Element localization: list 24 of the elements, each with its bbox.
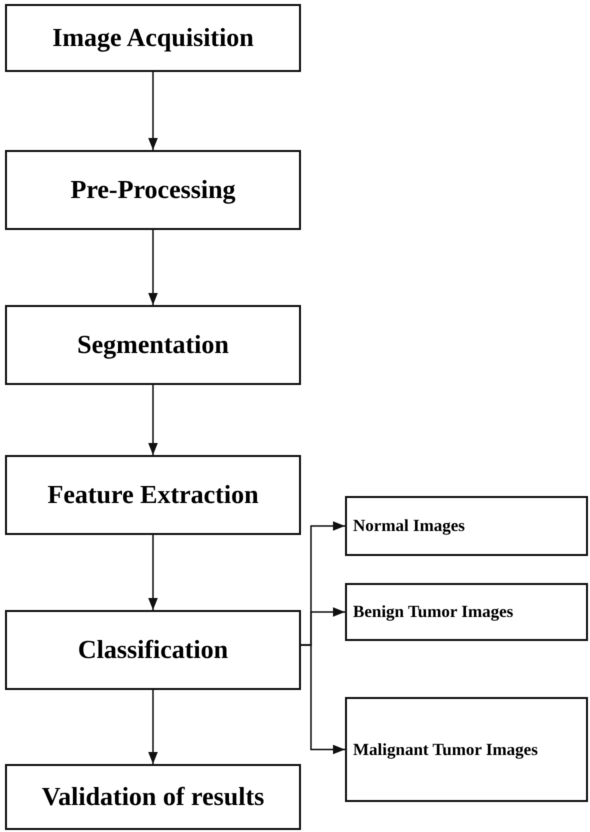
box-label: Classification: [78, 635, 228, 665]
arrow: [301, 644, 345, 754]
process-box: [345, 583, 588, 641]
process-box: [5, 764, 301, 830]
box-label: Normal Images: [353, 516, 465, 536]
box-label: Pre-Processing: [70, 175, 236, 205]
box-label: Benign Tumor Images: [353, 602, 514, 622]
process-box: [5, 455, 301, 535]
box-label: Validation of results: [42, 782, 264, 812]
box-label: Image Acquisition: [52, 23, 254, 53]
process-box: [345, 496, 588, 556]
process-box: [5, 4, 301, 72]
arrow: [148, 535, 158, 610]
process-box: [345, 697, 588, 802]
process-box: [5, 610, 301, 690]
arrow: [148, 385, 158, 455]
box-label: Segmentation: [77, 330, 229, 360]
arrow: [148, 690, 158, 764]
box-label: Feature Extraction: [47, 480, 259, 510]
process-box: [5, 305, 301, 385]
process-box: [5, 150, 301, 230]
arrow: [148, 72, 158, 150]
arrow: [148, 230, 158, 305]
box-label: Malignant Tumor Images: [353, 740, 538, 760]
